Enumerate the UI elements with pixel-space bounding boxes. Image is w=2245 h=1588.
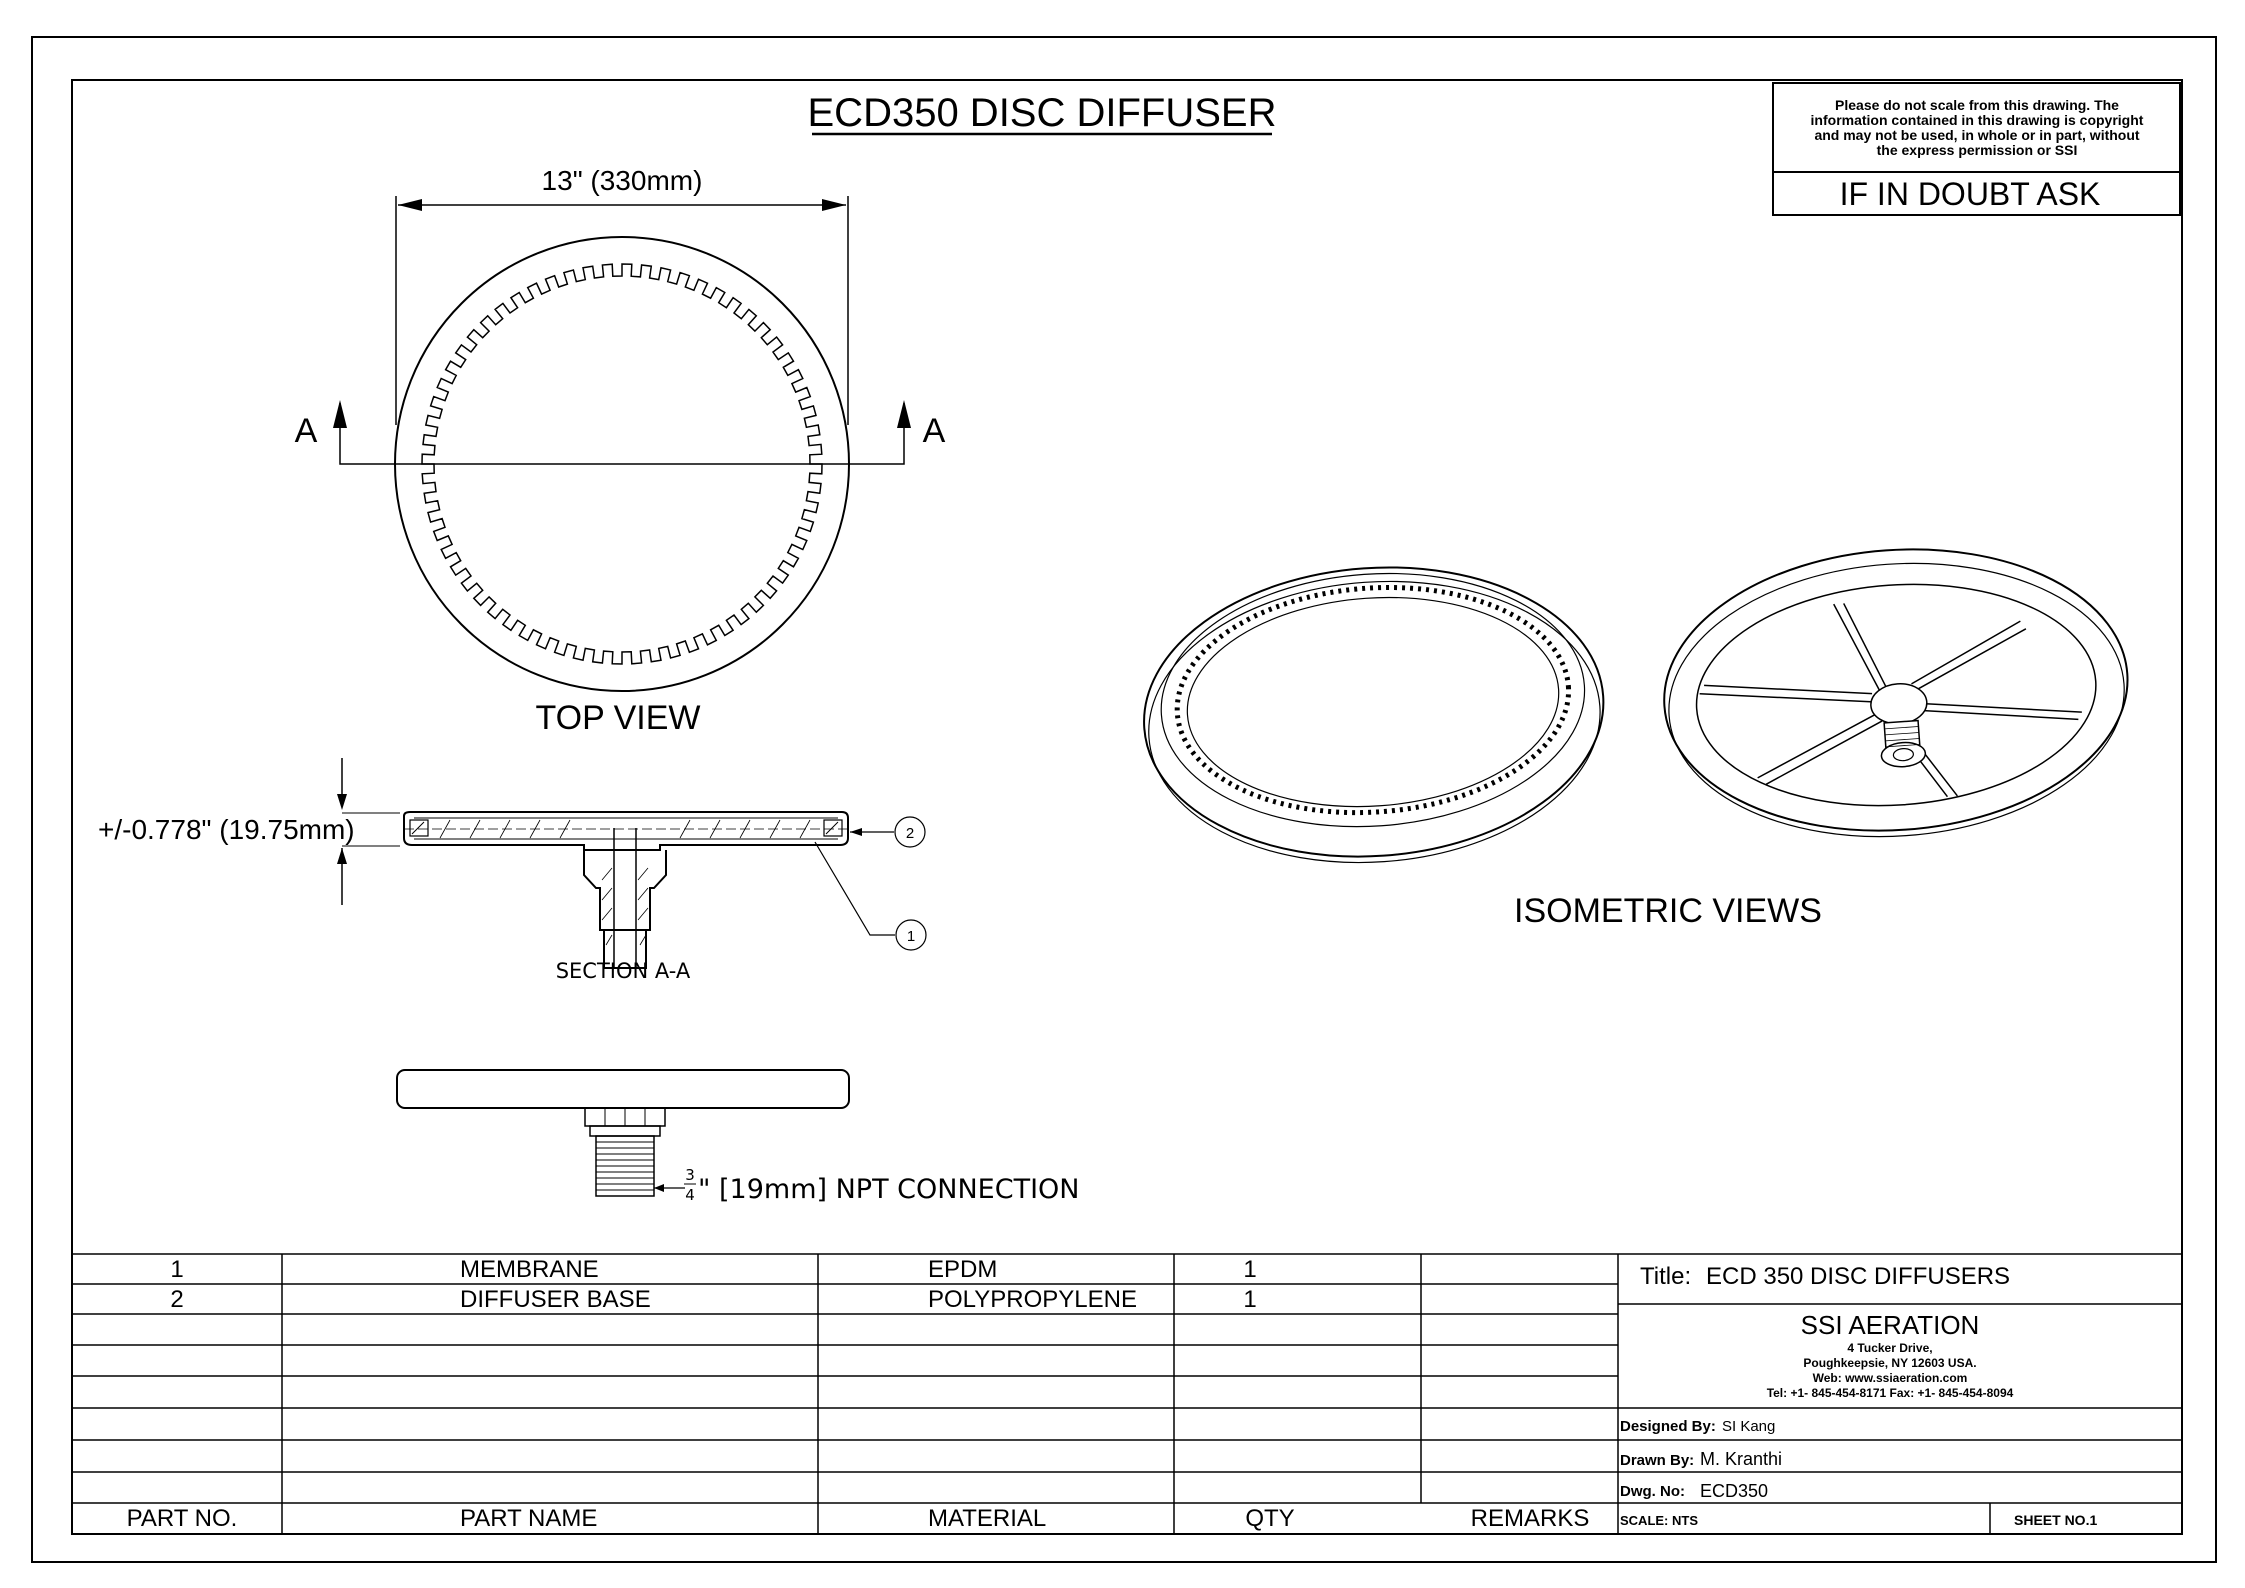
top-view-dimension: 13" (330mm)	[542, 165, 703, 196]
section-mark-left: A	[295, 412, 318, 450]
drawn-by-label: Drawn By:	[1620, 1452, 1694, 1469]
notice-ask: IF IN DOUBT ASK	[1840, 176, 2101, 212]
company-name: SSI AERATION	[1801, 1310, 1980, 1340]
drawing-title: ECD350 DISC DIFFUSER	[808, 91, 1277, 135]
designed-by-label: Designed By:	[1620, 1418, 1716, 1435]
header-part-no: PART NO.	[127, 1505, 238, 1532]
header-part-name: PART NAME	[460, 1505, 597, 1532]
header-material: MATERIAL	[928, 1505, 1046, 1532]
sheet-no: SHEET NO.1	[2014, 1512, 2097, 1528]
dwg-no-label: Dwg. No:	[1620, 1483, 1685, 1500]
designed-by-value: SI Kang	[1722, 1418, 1775, 1435]
inner-frame	[71, 79, 2183, 1535]
callout-1-circle	[895, 919, 927, 951]
section-mark-right: A	[923, 412, 946, 450]
drawn-by-value: M. Kranthi	[1700, 1449, 1782, 1469]
row1-part-no: 1	[170, 1256, 183, 1283]
top-view: 13" (330mm) A A TOP VIEW	[295, 165, 946, 737]
notice-line-1: Please do not scale from this drawing. T…	[1835, 97, 2119, 113]
company-phone: Tel: +1- 845-454-8171 Fax: +1- 845-454-8…	[1767, 1386, 2014, 1400]
section-view: +/-0.778" (19.75mm) 2	[98, 758, 927, 983]
row1-qty: 1	[1243, 1256, 1256, 1283]
side-view: 3 4 " [19mm] NPT CONNECTION	[396, 1069, 1079, 1205]
arrow-left	[398, 199, 422, 211]
row2-part-no: 2	[170, 1286, 183, 1313]
npt-fraction-num: 3	[685, 1166, 695, 1184]
header-remarks: REMARKS	[1471, 1505, 1590, 1532]
title-label: Title:	[1640, 1263, 1691, 1290]
section-arrow-left	[333, 400, 347, 428]
callout-1: 1	[907, 928, 915, 945]
npt-connection: " [19mm] NPT CONNECTION	[698, 1174, 1079, 1205]
section-label: SECTION A-A	[556, 959, 691, 983]
company-address-1: 4 Tucker Drive,	[1847, 1341, 1932, 1355]
outer-frame	[31, 36, 2217, 1563]
callout-2-circle	[894, 816, 926, 848]
row2-part-name: DIFFUSER BASE	[460, 1286, 651, 1313]
row2-qty: 1	[1243, 1286, 1256, 1313]
notice-line-4: the express permission or SSI	[1877, 142, 2078, 158]
arrow-right	[822, 199, 846, 211]
header-qty: QTY	[1245, 1505, 1294, 1532]
section-thickness: +/-0.778" (19.75mm)	[98, 814, 355, 845]
notice-line-2: information contained in this drawing is…	[1811, 112, 2144, 128]
company-web: Web: www.ssiaeration.com	[1813, 1371, 1968, 1385]
title-value: ECD 350 DISC DIFFUSERS	[1706, 1263, 2010, 1290]
top-view-label: TOP VIEW	[535, 699, 700, 737]
isometric-membrane	[1143, 566, 1605, 864]
section-cut-line	[339, 403, 905, 465]
dwg-no-value: ECD350	[1700, 1481, 1768, 1501]
parts-table	[72, 1253, 2182, 1534]
callout-2: 2	[906, 825, 914, 842]
isometric-base	[1663, 548, 2129, 838]
npt-fraction-den: 4	[685, 1186, 695, 1204]
row1-material: EPDM	[928, 1256, 997, 1283]
isometric-label: ISOMETRIC VIEWS	[1514, 892, 1822, 930]
row2-material: POLYPROPYLENE	[928, 1286, 1137, 1313]
notice-box: Please do not scale from this drawing. T…	[1772, 82, 2181, 216]
notice-line-3: and may not be used, in whole or in part…	[1814, 127, 2139, 143]
row1-part-name: MEMBRANE	[460, 1256, 599, 1283]
company-address-2: Poughkeepsie, NY 12603 USA.	[1803, 1356, 1976, 1370]
section-arrow-right	[897, 400, 911, 428]
scale: SCALE: NTS	[1620, 1513, 1698, 1528]
